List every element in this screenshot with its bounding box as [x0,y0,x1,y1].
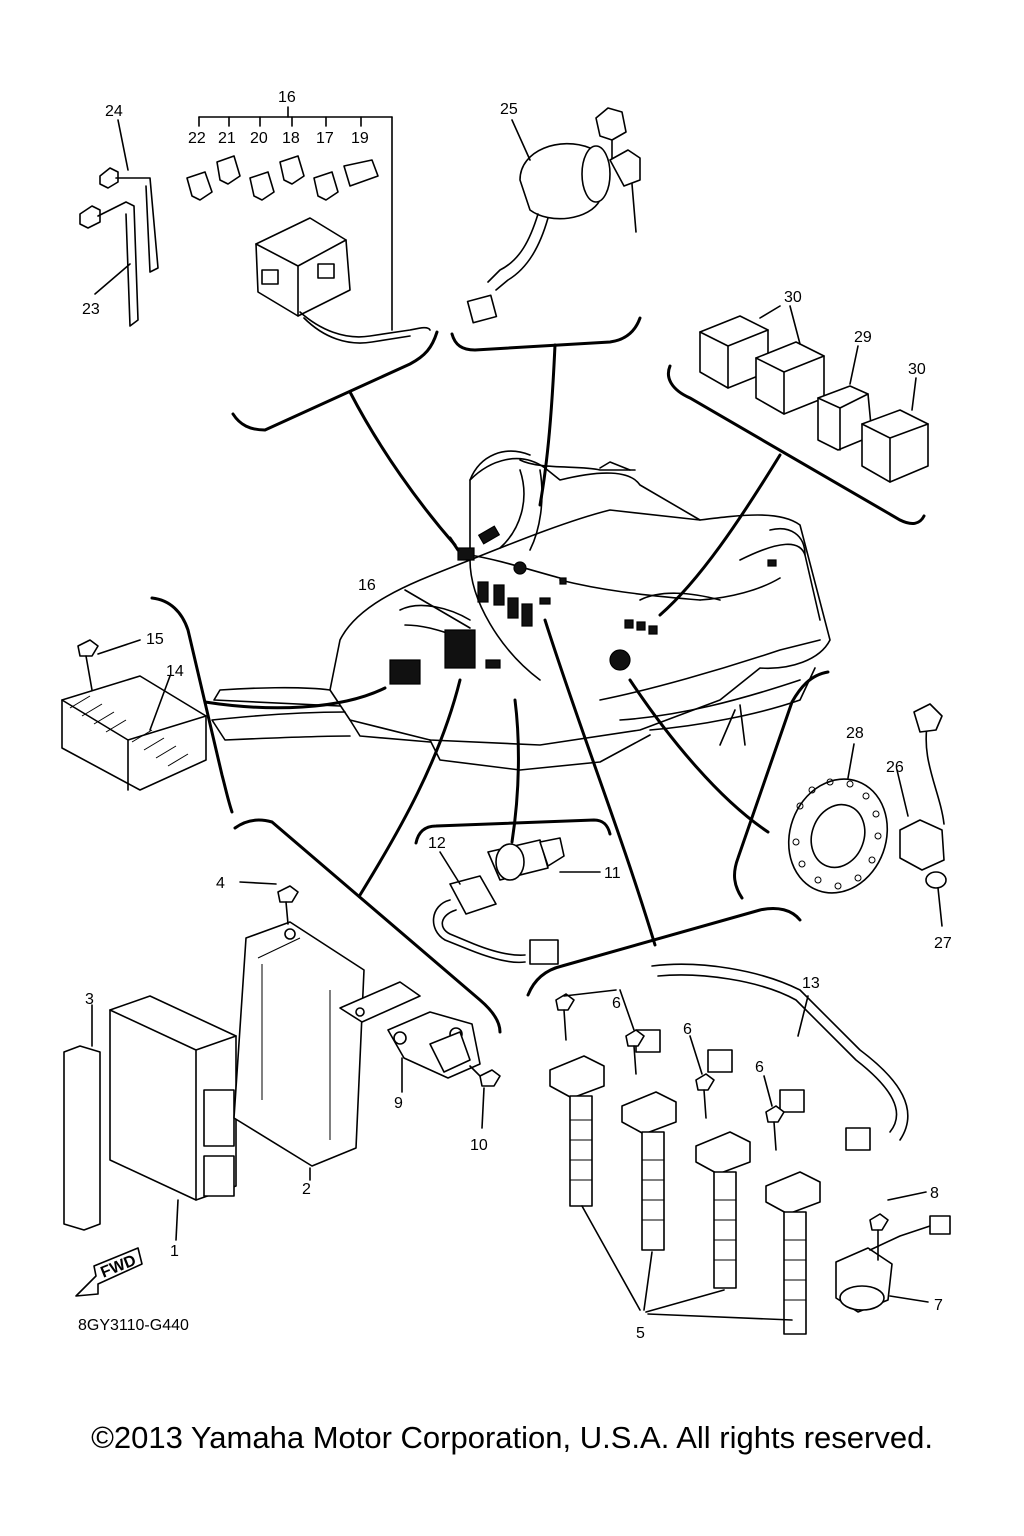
fuse-20-icon [249,171,275,201]
callout-27: 27 [934,935,952,952]
strap-3-icon [63,1045,101,1231]
callout-5: 5 [636,1325,645,1342]
harness-connector-b [707,1049,733,1073]
fuse-21-icon [216,155,241,185]
callout-18: 18 [282,130,300,147]
callout-29: 29 [854,329,872,346]
coil-3-icon [695,1131,751,1289]
callout-10: 10 [470,1137,488,1154]
callout-13: 13 [802,975,820,992]
callout-17: 17 [316,130,334,147]
fuse-18-icon [279,155,305,185]
coil-4-icon [765,1171,821,1335]
callout-11: 11 [604,865,621,882]
ecu-bracket-icon [233,921,365,1167]
callout-16-top: 16 [278,89,296,106]
callout-1: 1 [170,1243,179,1260]
harness-connector-c [779,1089,805,1113]
callout-22: 22 [188,130,206,147]
bolt-10-icon [479,1069,501,1087]
bolt-6c-icon [695,1073,715,1091]
speed-sensor-group [432,837,601,965]
forward-arrow-icon [75,1247,143,1297]
leader-lines [203,343,782,947]
bolt-6a-icon [555,993,575,1011]
ignition-coil-group [549,963,951,1335]
callout-14: 14 [166,663,184,680]
crank-sensor-group [787,703,947,927]
callout-3: 3 [85,991,94,1008]
callout-9: 9 [394,1095,403,1112]
callout-4: 4 [216,875,225,892]
main-switch-group [466,107,641,324]
callout-6c: 6 [755,1059,764,1076]
callout-labels: 1 2 3 4 5 6 6 6 7 8 9 10 11 12 13 14 15 … [82,89,952,1342]
bolt-8-icon [869,1213,889,1231]
bolt-6d-icon [765,1105,785,1123]
crank-sensor-icon [899,819,945,871]
callout-12: 12 [428,835,446,852]
diagram-code: 8GY3110-G440 [78,1317,189,1334]
connector-12-icon [449,875,497,915]
relay-30c-icon [861,409,929,483]
callout-2: 2 [302,1181,311,1198]
callout-30b: 30 [908,361,926,378]
callout-6b: 6 [683,1021,692,1038]
relay-group [699,305,929,483]
rectifier-regulator-icon [61,675,207,791]
snowmobile-illustration [211,450,831,771]
ecu-group [63,881,501,1297]
callout-8: 8 [930,1185,939,1202]
harness-connector-d [845,1127,871,1151]
callout-19: 19 [351,130,369,147]
coil-1-icon [549,1055,605,1207]
bolt-15-icon [77,639,99,657]
callout-7: 7 [934,1297,943,1314]
bolt-6b-icon [625,1029,645,1047]
callout-20: 20 [250,130,268,147]
fuse-box-group [79,106,431,344]
fuse-box-icon [255,217,351,317]
callout-25: 25 [500,101,518,118]
fuse-19-icon [343,159,379,187]
cable-tie-24-icon [99,167,119,189]
callout-16-main: 16 [358,577,376,594]
fuse-22-icon [186,171,213,201]
fuse-17-icon [313,171,339,201]
cable-tie-23-icon [79,205,101,229]
key-icon [595,107,627,141]
nut-27-icon [925,871,947,889]
callout-30a: 30 [784,289,802,306]
bolt-4-icon [277,885,299,903]
coil-2-icon [621,1091,677,1251]
callout-15: 15 [146,631,164,648]
callout-6a: 6 [612,995,621,1012]
copyright-notice: ©2013 Yamaha Motor Corporation, U.S.A. A… [91,1420,933,1455]
callout-23: 23 [82,301,100,318]
callout-26: 26 [886,759,904,776]
callout-28: 28 [846,725,864,742]
group-brackets [150,316,926,1034]
callout-24: 24 [105,103,123,120]
rectifier-group [61,639,207,791]
callout-21: 21 [218,130,236,147]
